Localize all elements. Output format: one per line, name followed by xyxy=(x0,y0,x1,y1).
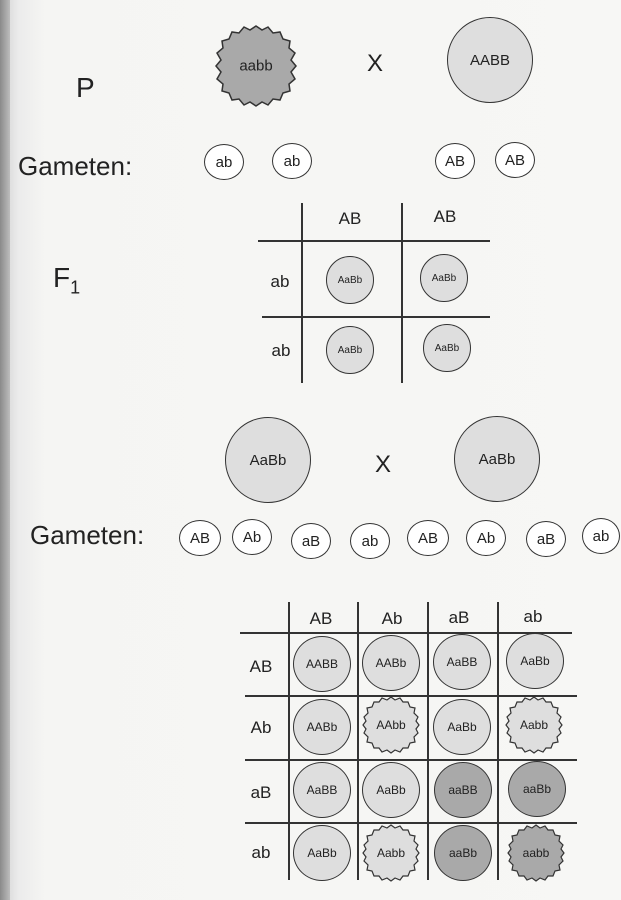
f2-row-header: aB xyxy=(250,783,272,802)
gamete-p-4: AB xyxy=(495,142,535,178)
gamete-f1-8: ab xyxy=(582,518,620,554)
f1-col-header: AB xyxy=(433,207,457,226)
gamete-f1-3: aB xyxy=(291,523,331,559)
f1-row-header: ab xyxy=(271,341,291,360)
f2-grid-vline-3 xyxy=(427,602,429,880)
f2-cell-seed: AaBb xyxy=(433,699,491,755)
f2-cell-seed-green: aaBb xyxy=(434,825,492,881)
label-f1: F1 xyxy=(53,262,80,299)
label-gameten-f1: Gameten: xyxy=(30,520,145,550)
f2-cell-seed: AaBB xyxy=(433,634,491,690)
f1-cell: AaBb xyxy=(420,254,468,302)
gamete-f1-1: AB xyxy=(179,520,221,556)
f1-grid-vline-2 xyxy=(401,203,403,383)
f2-col-header: ab xyxy=(523,607,543,626)
f2-cell-wrinkled-seed xyxy=(362,696,420,754)
f2-grid-vline-2 xyxy=(357,602,359,880)
gamete-f1-4: ab xyxy=(350,523,390,559)
page-spine-shadow xyxy=(0,0,10,900)
f2-cell-seed: AaBb xyxy=(293,825,351,881)
f1-grid-hline-1 xyxy=(258,240,490,242)
f2-cell-seed: AaBb xyxy=(362,762,420,818)
f2-cell-seed: AABb xyxy=(362,635,420,691)
f2-grid-hline-3 xyxy=(245,759,577,761)
label-f1-letter: F xyxy=(53,262,71,293)
f2-cell-seed-green: aaBb xyxy=(508,761,566,817)
f2-cell-label: aabb xyxy=(522,846,550,860)
gamete-p-1: ab xyxy=(204,144,244,180)
gamete-f1-6: Ab xyxy=(466,520,506,556)
f2-grid-hline-1 xyxy=(240,632,572,634)
gamete-p-2: ab xyxy=(272,143,312,179)
f1-parent-left-seed: AaBb xyxy=(225,417,311,503)
f2-grid-vline-4 xyxy=(497,602,499,880)
f2-cell-wrinkled-seed xyxy=(505,696,563,754)
label-f1-subscript: 1 xyxy=(70,277,81,298)
f1-grid-vline-1 xyxy=(301,203,303,383)
f2-cell-seed: AABB xyxy=(293,636,351,692)
f2-cell-label: AAbb xyxy=(376,718,406,732)
gamete-f1-5: AB xyxy=(407,520,449,556)
f1-parent-right-seed: AaBb xyxy=(454,416,540,502)
f2-cell-label: Aabb xyxy=(376,846,406,860)
gamete-f1-7: aB xyxy=(526,521,566,557)
parent-AABB-seed: AABB xyxy=(447,17,533,103)
f2-cell-seed: AaBB xyxy=(293,762,351,818)
f2-cell-wrinkled-seed-green xyxy=(507,824,565,882)
f2-grid-vline-1 xyxy=(288,602,290,880)
gamete-p-3: AB xyxy=(435,143,475,179)
parent-aabb-seed xyxy=(215,25,297,107)
f1-col-header: AB xyxy=(338,209,362,228)
label-p: P xyxy=(76,72,95,103)
f2-cell-seed: AaBb xyxy=(506,633,564,689)
f2-row-header: Ab xyxy=(250,718,272,737)
f1-cell: AaBb xyxy=(326,326,374,374)
f2-col-header: Ab xyxy=(381,609,403,628)
f1-row-header: ab xyxy=(270,272,290,291)
f2-col-header: AB xyxy=(309,609,333,628)
gamete-f1-2: Ab xyxy=(232,519,272,555)
f1-grid-hline-2 xyxy=(262,316,490,318)
f2-cell-seed-green: aaBB xyxy=(434,762,492,818)
f1-cell: AaBb xyxy=(423,324,471,372)
f2-cell-seed: AABb xyxy=(293,699,351,755)
parent-aabb-label: aabb xyxy=(239,57,273,75)
f2-grid-hline-2 xyxy=(245,695,577,697)
label-gameten-p: Gameten: xyxy=(18,151,133,181)
cross-symbol-f1: X xyxy=(374,451,392,478)
f2-cell-label: Aabb xyxy=(519,718,549,732)
cross-symbol-p: X xyxy=(366,50,384,77)
f2-col-header: aB xyxy=(448,608,470,627)
f2-grid-hline-4 xyxy=(245,822,577,824)
f2-cell-wrinkled-seed xyxy=(362,824,420,882)
f1-cell: AaBb xyxy=(326,256,374,304)
f2-row-header: AB xyxy=(249,657,273,676)
f2-row-header: ab xyxy=(251,843,271,862)
